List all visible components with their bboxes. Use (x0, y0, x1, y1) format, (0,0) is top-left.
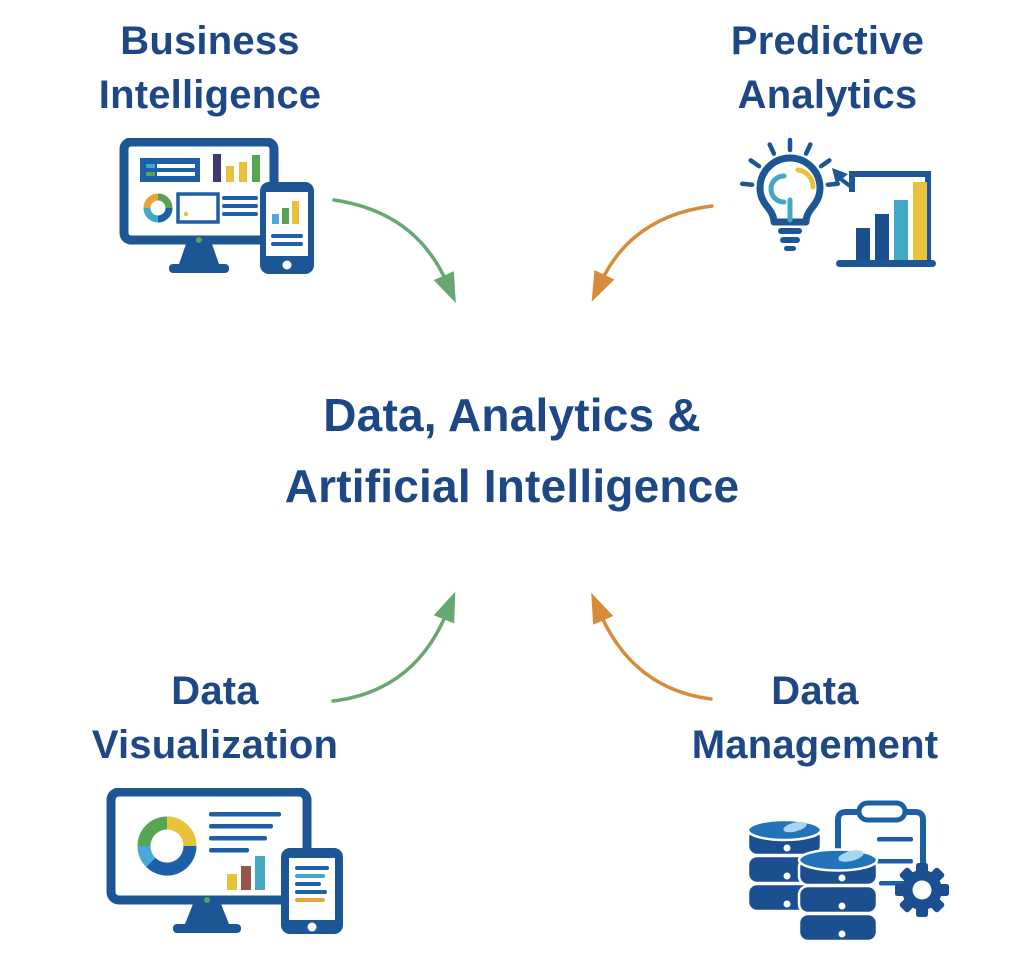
predictive-analytics-label-line1: Predictive (730, 19, 925, 63)
quadrant-data-visualization: Data Visualization (45, 664, 385, 940)
predictive-analytics-icon (739, 137, 936, 267)
business-intelligence-icon (119, 138, 314, 274)
mini-donut-chart (143, 193, 172, 223)
predictive-analytics-label-line2: Analytics (737, 73, 918, 117)
data-management-label: Data Management (692, 664, 939, 772)
center-title-line1: Data, Analytics & (323, 389, 701, 441)
center-title: Data, Analytics & Artificial Intelligenc… (0, 380, 1024, 522)
data-visualization-label-line1: Data (171, 669, 259, 713)
center-title-line2: Artificial Intelligence (284, 459, 740, 512)
data-management-label-line1: Data (771, 669, 859, 713)
text-lines (209, 812, 281, 853)
monitor (119, 138, 278, 273)
phone-device (259, 182, 314, 274)
mini-bar-chart (227, 856, 265, 890)
document-panel (175, 192, 258, 224)
growth-bar-chart (832, 168, 936, 267)
business-intelligence-label: Business Intelligence (99, 14, 321, 122)
data-management-label-line2: Management (691, 723, 939, 767)
mini-bar-chart (212, 154, 260, 182)
business-intelligence-label-line1: Business (120, 19, 300, 63)
database-stack-right (797, 848, 879, 943)
business-intelligence-label-line2: Intelligence (98, 73, 322, 117)
quadrant-data-management: Data Management (645, 664, 985, 946)
tablet-device (281, 848, 343, 934)
predictive-analytics-label: Predictive Analytics (731, 14, 924, 122)
data-visualization-icon (106, 788, 343, 934)
donut-chart (137, 816, 197, 876)
lightbulb-rays (739, 137, 841, 187)
data-management-icon (746, 800, 949, 943)
quadrant-business-intelligence: Business Intelligence (50, 14, 370, 278)
lightbulb (739, 137, 841, 251)
database-stack-left (746, 818, 823, 913)
clipboard (835, 800, 926, 872)
quadrant-predictive-analytics: Predictive Analytics (655, 14, 1000, 280)
data-visualization-label-line2: Visualization (91, 723, 339, 767)
monitor (106, 788, 312, 933)
data-visualization-label: Data Visualization (92, 664, 338, 772)
gear-icon (895, 863, 949, 917)
cursor-arrow (832, 168, 852, 188)
